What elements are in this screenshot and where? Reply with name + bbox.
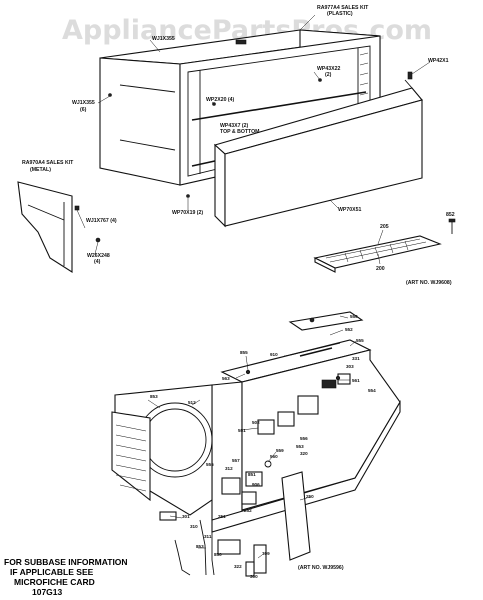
- part-number-label: 502: [252, 420, 260, 425]
- front-cover-panel: [213, 71, 423, 228]
- note-line-2: IF APPLICABLE SEE: [10, 567, 94, 577]
- part-number-label: 550: [350, 314, 358, 319]
- label-wp43x22-qty: (2): [325, 72, 332, 78]
- part-number-label: 309: [262, 551, 270, 556]
- label-wp43x7: WP43X7 (2): [220, 123, 249, 129]
- part-number-label: 850: [214, 552, 222, 557]
- part-number-label: 555: [206, 462, 214, 467]
- part-number-label: 303: [346, 364, 354, 369]
- part-number-label: 851: [248, 472, 256, 477]
- part-number-label: 906: [252, 482, 260, 487]
- label-wj1x767: WJ1X767 (4): [86, 218, 117, 224]
- note-line-1: FOR SUBBASE INFORMATION: [4, 557, 128, 567]
- label-kit-metal: RA970A4 SALES KIT: [22, 160, 74, 166]
- label-wp70x19: WP70X19 (2): [172, 210, 203, 216]
- label-kit-plastic: RA977A4 SALES KIT: [317, 5, 369, 11]
- part-number-label: 312: [225, 466, 233, 471]
- part-number-label: 853: [150, 394, 158, 399]
- label-part-852: 852: [446, 212, 455, 218]
- label-wj1x355-top: WJ1X355: [152, 36, 175, 42]
- part-number-label: 557: [232, 458, 240, 463]
- part-number-label: 555: [356, 338, 364, 343]
- part-number-label: 910: [270, 352, 278, 357]
- label-art-no-bottom: (ART NO. WJ9596): [298, 565, 344, 571]
- label-part-200: 200: [376, 266, 385, 272]
- label-wj1x355-qty: (6): [80, 107, 87, 113]
- part-number-label: 251: [218, 514, 226, 519]
- part-number-label: 252: [244, 508, 252, 513]
- bottom-leader-lines: [147, 315, 357, 559]
- label-kit-metal-type: (METAL): [30, 167, 51, 173]
- label-kit-plastic-type: (PLASTIC): [327, 11, 353, 17]
- label-wp43x7-position: TOP & BOTTOM: [220, 129, 260, 135]
- label-wj1x355: WJ1X355: [72, 100, 95, 106]
- label-w26x248: W26X248: [87, 253, 110, 259]
- note-line-3: MICROFICHE CARD: [14, 577, 95, 587]
- part-number-label: 310: [190, 524, 198, 529]
- part-number-label: 853: [196, 544, 204, 549]
- part-number-label: 331: [352, 356, 360, 361]
- part-number-label: 553: [296, 444, 304, 449]
- label-w26x248-qty: (4): [94, 259, 101, 265]
- label-wp43x22: WP43X22: [317, 66, 340, 72]
- part-number-label: 311: [204, 534, 212, 539]
- part-number-label: 554: [368, 388, 376, 393]
- top-leader-lines: [76, 14, 431, 265]
- part-number-label: 300: [250, 574, 258, 579]
- label-wp42x1: WP42X1: [428, 58, 449, 64]
- label-wp2x20: WP2X20 (4): [206, 97, 235, 103]
- note-line-4: 107G13: [32, 587, 63, 597]
- part-number-label: 250: [306, 494, 314, 499]
- metal-sales-kit-bracket: [17, 181, 101, 274]
- part-number-label: 561: [352, 378, 360, 383]
- part-number-label: 512: [188, 400, 196, 405]
- label-art-no-top: (ART NO. WJ9608): [406, 280, 452, 286]
- part-number-label: 855: [240, 350, 248, 355]
- part-number-label: 563: [222, 376, 230, 381]
- part-number-label: 301: [182, 514, 190, 519]
- filter-grille: [313, 218, 456, 273]
- part-number-label: 551: [238, 428, 246, 433]
- part-number-label: 556: [300, 436, 308, 441]
- part-number-label: 552: [345, 327, 353, 332]
- part-number-label: 559: [276, 448, 284, 453]
- chassis-assembly: [111, 311, 401, 577]
- part-number-label: 320: [300, 451, 308, 456]
- label-part-205: 205: [380, 224, 389, 230]
- part-number-label: 322: [234, 564, 242, 569]
- part-number-label: 560: [270, 454, 278, 459]
- label-wp70x51: WP70X51: [338, 207, 361, 213]
